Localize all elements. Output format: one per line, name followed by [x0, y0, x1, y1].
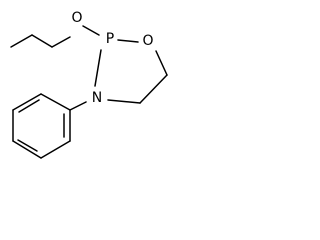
phenyl-bond-6: [40, 93, 71, 111]
phenyl-double-bond-3: [18, 99, 40, 113]
bond-ethyl-c2-c1: [31, 34, 53, 48]
bond-ch2-o-ethoxy: [51, 36, 71, 48]
bond-o-ethoxy-p: [82, 25, 100, 36]
chemical-structure: O P O N: [10, 10, 168, 159]
atom-o-ring: O: [142, 33, 153, 49]
bond-n-p: [94, 49, 102, 87]
phenyl-bond-5: [12, 93, 42, 111]
phenyl-bond-2: [40, 140, 71, 159]
atom-p: P: [106, 31, 114, 47]
bond-ch2-n: [107, 99, 141, 104]
phenyl-bond-3: [12, 140, 42, 159]
atom-n: N: [92, 90, 102, 106]
bond-ch2-ch2: [139, 74, 168, 104]
atom-o-ethoxy: O: [71, 10, 82, 26]
bond-ethyl-c1-c2: [10, 34, 33, 48]
bond-o-ring-ch2: [155, 50, 168, 76]
phenyl-double-bond-2: [17, 139, 38, 152]
bond-p-o-ring: [117, 39, 139, 43]
bond-n-phenyl: [69, 101, 87, 111]
